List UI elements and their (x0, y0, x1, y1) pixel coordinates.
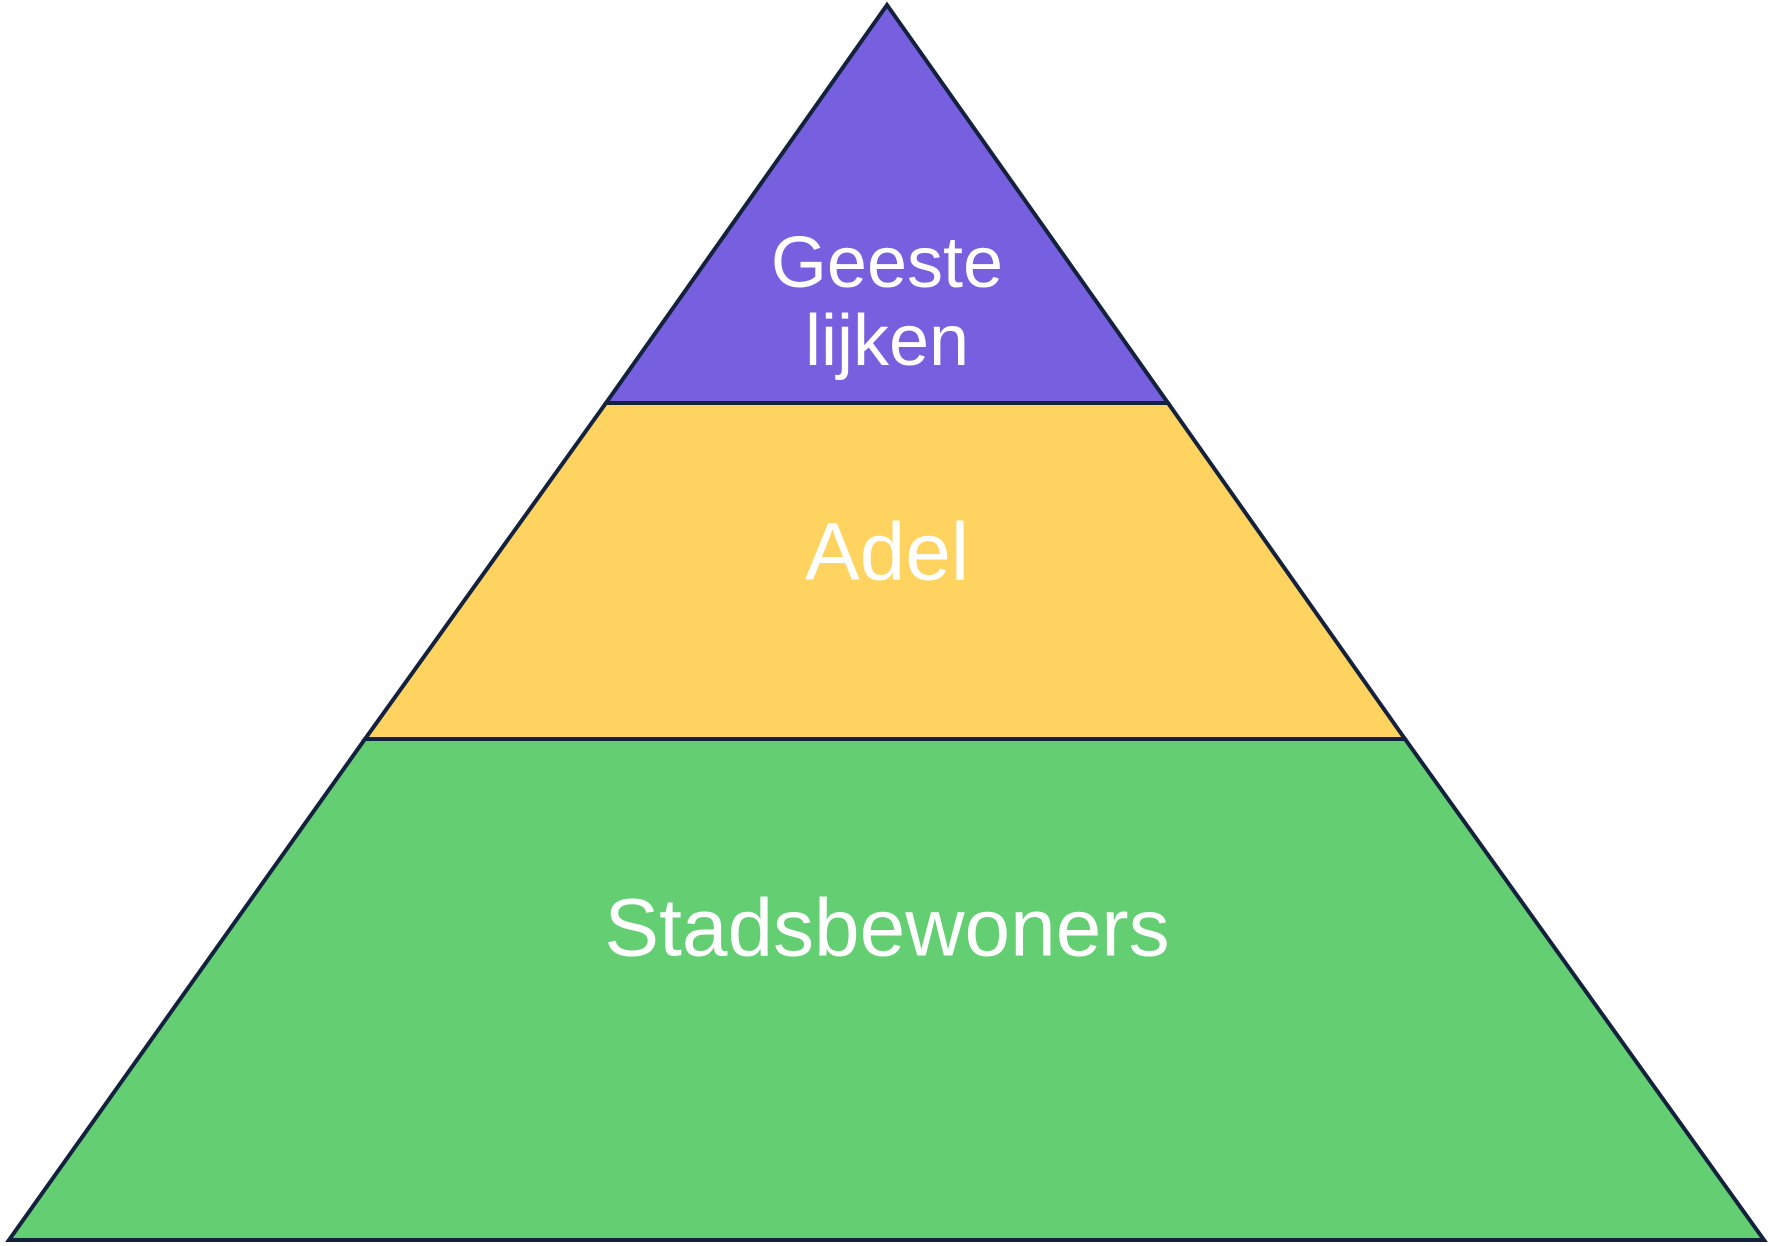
tier-top-label: Geeste (771, 223, 1003, 303)
tier-top: Geeste lijken (602, 1, 1172, 405)
tier-middle-label: Adel (805, 507, 969, 598)
tier-middle: Adel (361, 401, 1409, 741)
tier-bottom: Stadsbewoners (5, 737, 1768, 1242)
tier-bottom-shape (5, 737, 1768, 1242)
tier-bottom-label: Stadsbewoners (604, 883, 1169, 974)
tier-top-shape (602, 1, 1172, 405)
tier-top-label-line-2: lijken (805, 301, 969, 381)
